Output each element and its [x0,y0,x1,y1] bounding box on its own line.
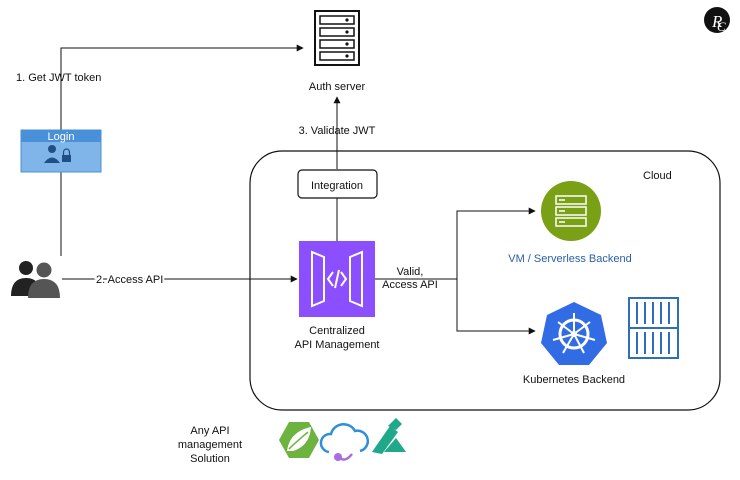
svg-text:R: R [711,12,723,31]
container-registry-icon [628,297,679,359]
svg-text:C: C [717,19,726,34]
api-gateway-icon [299,241,375,317]
connector-to-vm [456,207,536,279]
step-3-label: 3. Validate JWT [299,125,376,137]
vm-backend-label: VM / Serverless Backend [508,253,632,265]
users-icon [11,261,60,298]
valid-label-line-1: Valid, [397,266,424,278]
cloud-label: Cloud [643,170,672,182]
kong-icon [372,418,406,454]
connector-get-jwt [60,44,304,256]
kubernetes-icon [541,302,607,365]
step-2-label: 2. Access API [96,274,163,286]
server-rack-icon [314,10,360,66]
login-label: Login [48,131,75,143]
connector-to-k8s [456,279,536,335]
any-api-label-line-3: Solution [190,453,230,465]
cloud-boundary [249,150,721,411]
valid-label-line-2: Access API [382,279,438,291]
any-api-label-line-1: Any API [190,425,229,437]
login-window-icon [20,129,102,173]
api-management-label-line-2: API Management [295,339,380,351]
cloud-api-icon [319,422,369,461]
kubernetes-backend-label: Kubernetes Backend [523,374,625,386]
step-1-label: 1. Get JWT token [16,72,101,84]
integration-label: Integration [311,180,363,192]
rc-monogram-logo: R C [704,7,730,34]
api-management-label-line-1: Centralized [309,325,365,337]
auth-server-label: Auth server [309,81,366,93]
connectors [60,44,536,335]
integration-box [297,169,378,199]
spring-leaf-icon [279,422,319,458]
server-storage-icon [541,181,601,241]
any-api-label-line-2: management [178,439,242,451]
